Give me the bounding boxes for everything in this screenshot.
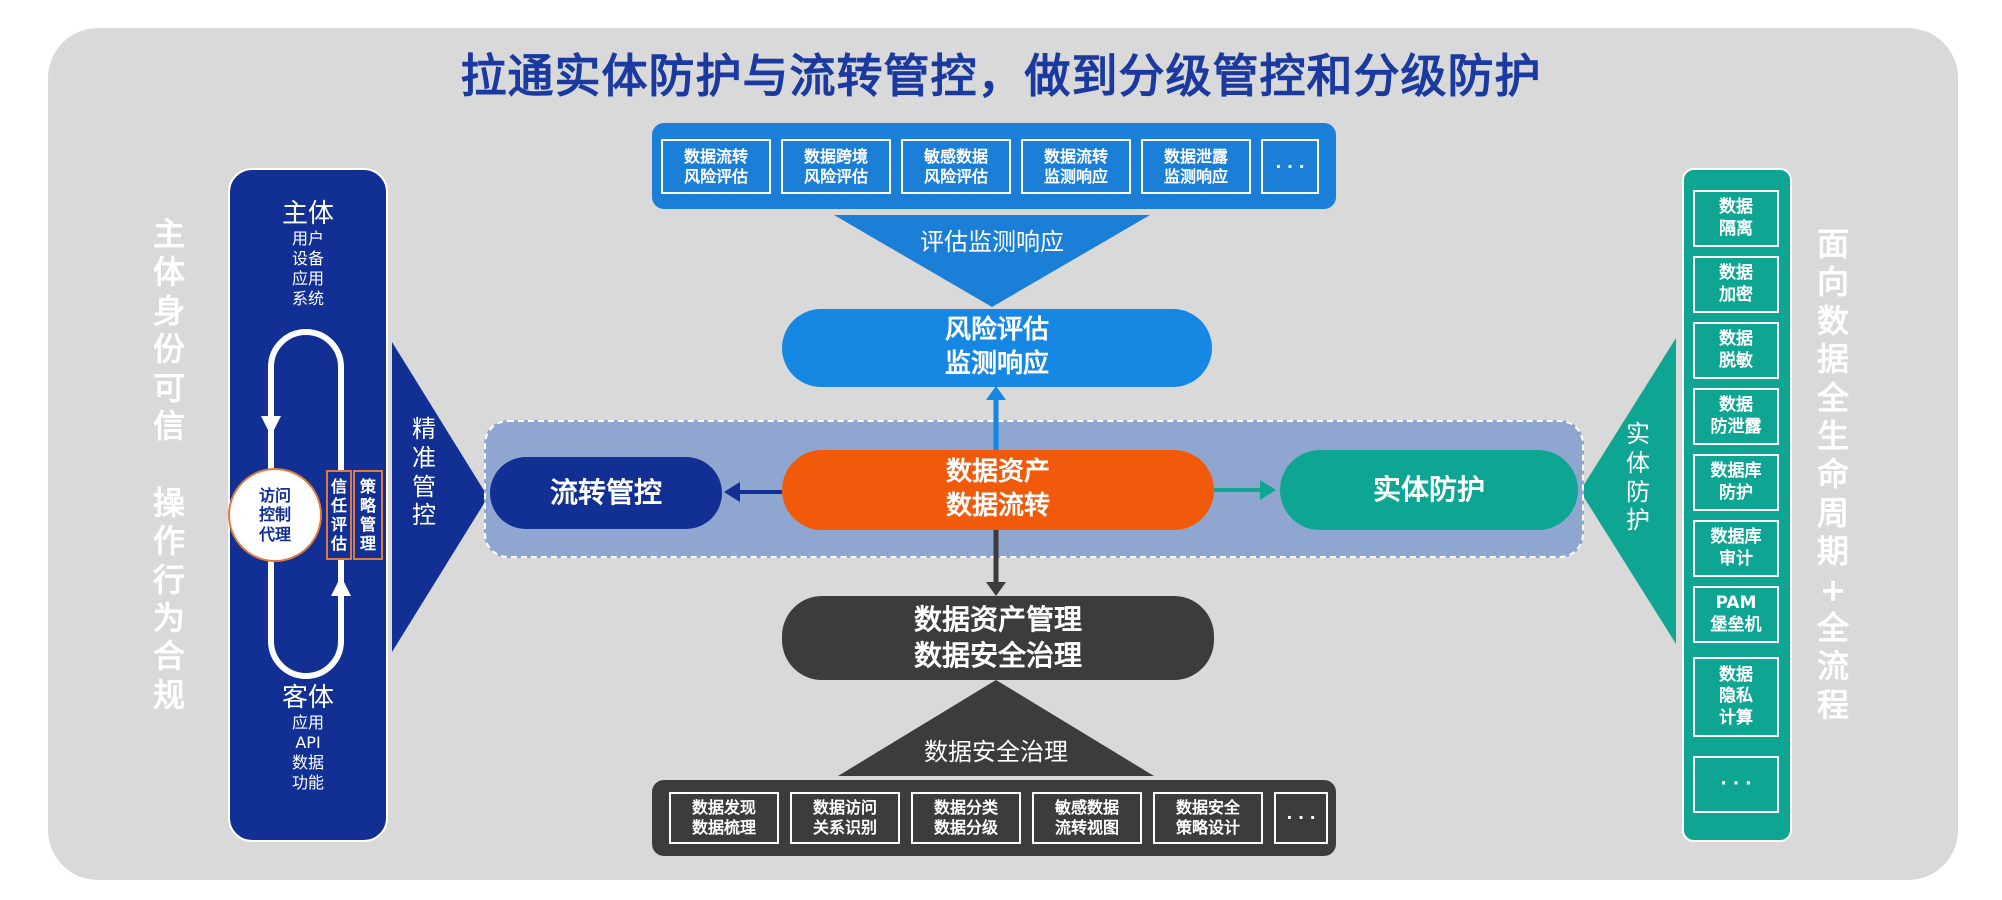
- protection-box: 数据 加密: [1693, 256, 1779, 313]
- left-label-char: 信: [152, 406, 185, 445]
- loop-arrow-up: [331, 576, 351, 596]
- trust-evaluation-box: 信任评估: [326, 470, 352, 560]
- precise-control-label: 精准管控: [404, 415, 444, 530]
- protection-box: 数据库 审计: [1693, 520, 1779, 577]
- right-label-char: 全: [1816, 608, 1849, 647]
- flow-control-pill: 流转管控: [490, 457, 722, 529]
- protection-box: 数据库 防护: [1693, 454, 1779, 511]
- subject-block: 主体 用户 设备 应用 系统: [228, 200, 388, 309]
- bottom-governance-box: 敏感数据 流转视图: [1032, 792, 1142, 844]
- policy-mgmt-char: 管: [359, 515, 376, 534]
- arrow-left-to-flow-control: [724, 482, 782, 502]
- left-label-char: 合: [152, 637, 185, 676]
- protection-box: 数据 隔离: [1693, 190, 1779, 247]
- bottom-governance-box: 数据发现 数据梳理: [669, 792, 779, 844]
- right-label-char: 向: [1816, 263, 1849, 302]
- left-label-char: 为: [152, 598, 185, 637]
- right-label-char: 期: [1816, 532, 1849, 571]
- right-label-char: 全: [1816, 378, 1849, 417]
- object-items: 应用 API 数据 功能: [291, 712, 324, 792]
- right-label-char: 流: [1816, 647, 1849, 686]
- left-vertical-label: 主体身份可信 操作行为合规: [144, 215, 194, 714]
- left-label-char: 可: [152, 368, 185, 407]
- arrow-up-to-risk: [986, 386, 1006, 450]
- data-asset-flow-pill: 数据资产 数据流转: [782, 450, 1214, 530]
- left-label-char: 作: [152, 522, 185, 561]
- access-control-proxy: 访问 控制 代理: [228, 468, 322, 562]
- bottom-triangle: [838, 680, 1154, 776]
- bottom-triangle-label: 数据安全治理: [924, 738, 1068, 766]
- left-label-char: 行: [152, 560, 185, 599]
- object-block: 客体 应用 API 数据 功能: [228, 684, 388, 793]
- trust-eval-char: 信: [330, 476, 347, 496]
- top-assessment-box: 敏感数据 风险评估: [901, 139, 1011, 194]
- left-label-char: 主: [152, 215, 185, 253]
- precise-control-char: 控: [412, 501, 436, 530]
- entity-protection-pill: 实体防护: [1280, 450, 1578, 530]
- top-assessment-box: 数据流转 风险评估: [661, 139, 771, 194]
- protection-box: 数据 隐私 计算: [1693, 657, 1779, 737]
- top-assessment-box: 数据泄露 监测响应: [1141, 139, 1251, 194]
- top-assessment-container: [652, 123, 1336, 209]
- left-label-char: 规: [152, 675, 185, 714]
- entity-protection-triangle: [1580, 338, 1676, 644]
- top-assessment-box: 数据流转 监测响应: [1021, 139, 1131, 194]
- protection-box: PAM 堡垒机: [1693, 586, 1779, 643]
- trust-eval-char: 估: [330, 534, 347, 554]
- protection-box: 数据 防泄露: [1693, 388, 1779, 445]
- right-label-char: +: [1819, 570, 1847, 609]
- right-label-char: 程: [1816, 685, 1849, 724]
- policy-mgmt-char: 理: [359, 534, 376, 554]
- arrow-down-to-governance: [986, 530, 1006, 596]
- right-label-char: 生: [1816, 416, 1849, 455]
- protection-column: [1682, 168, 1792, 842]
- trust-eval-char: 任: [330, 495, 347, 515]
- policy-mgmt-char: 策: [359, 476, 376, 496]
- right-label-char: 周: [1816, 493, 1849, 532]
- top-triangle: [834, 215, 1150, 307]
- trust-eval-char: 评: [330, 515, 347, 534]
- loop-arrow-down: [261, 416, 281, 436]
- left-label-char: 身: [152, 291, 185, 330]
- risk-assessment-pill: 风险评估 监测响应: [782, 309, 1212, 387]
- precise-control-char: 准: [412, 443, 436, 472]
- bottom-governance-box: 数据安全 策略设计: [1153, 792, 1263, 844]
- entity-protection-triangle-label: 实体防护: [1618, 420, 1658, 535]
- top-assessment-box: 数据跨境 风险评估: [781, 139, 891, 194]
- arrow-right-to-entity-protection: [1214, 480, 1276, 500]
- entity-protection-char: 实: [1626, 420, 1650, 448]
- bottom-governance-box: 数据访问 关系识别: [790, 792, 900, 844]
- subject-items: 用户 设备 应用 系统: [291, 228, 324, 308]
- precise-control-char: 精: [412, 415, 436, 443]
- subject-title: 主体: [281, 199, 334, 229]
- protection-box: · · ·: [1693, 756, 1779, 813]
- access-control-proxy-label: 访问 控制 代理: [258, 486, 291, 544]
- entity-protection-char: 体: [1626, 448, 1650, 477]
- top-assessment-box: · · ·: [1261, 139, 1319, 194]
- left-label-char: 份: [152, 330, 185, 369]
- top-triangle-label: 评估监测响应: [920, 228, 1064, 256]
- left-label-char: 操: [152, 483, 185, 522]
- precise-control-triangle: [392, 342, 488, 652]
- right-label-char: 面: [1816, 225, 1849, 263]
- policy-mgmt-char: 略: [359, 495, 376, 515]
- right-label-char: 命: [1816, 455, 1849, 494]
- right-label-char: 数: [1816, 301, 1849, 340]
- entity-protection-char: 防: [1626, 477, 1650, 506]
- data-governance-pill: 数据资产管理 数据安全治理: [782, 596, 1214, 680]
- entity-protection-char: 护: [1626, 506, 1650, 535]
- left-label-char: 体: [152, 253, 185, 292]
- policy-management-box: 策略管理: [353, 470, 383, 560]
- bottom-governance-box: · · ·: [1274, 792, 1328, 844]
- bottom-governance-box: 数据分类 数据分级: [911, 792, 1021, 844]
- protection-box: 数据 脱敏: [1693, 322, 1779, 379]
- page-title: 拉通实体防护与流转管控，做到分级管控和分级防护: [460, 49, 1542, 103]
- object-title: 客体: [281, 683, 334, 713]
- right-vertical-label: 面向数据全生命周期+全流程: [1808, 225, 1858, 724]
- precise-control-char: 管: [412, 472, 436, 501]
- right-label-char: 据: [1816, 340, 1849, 379]
